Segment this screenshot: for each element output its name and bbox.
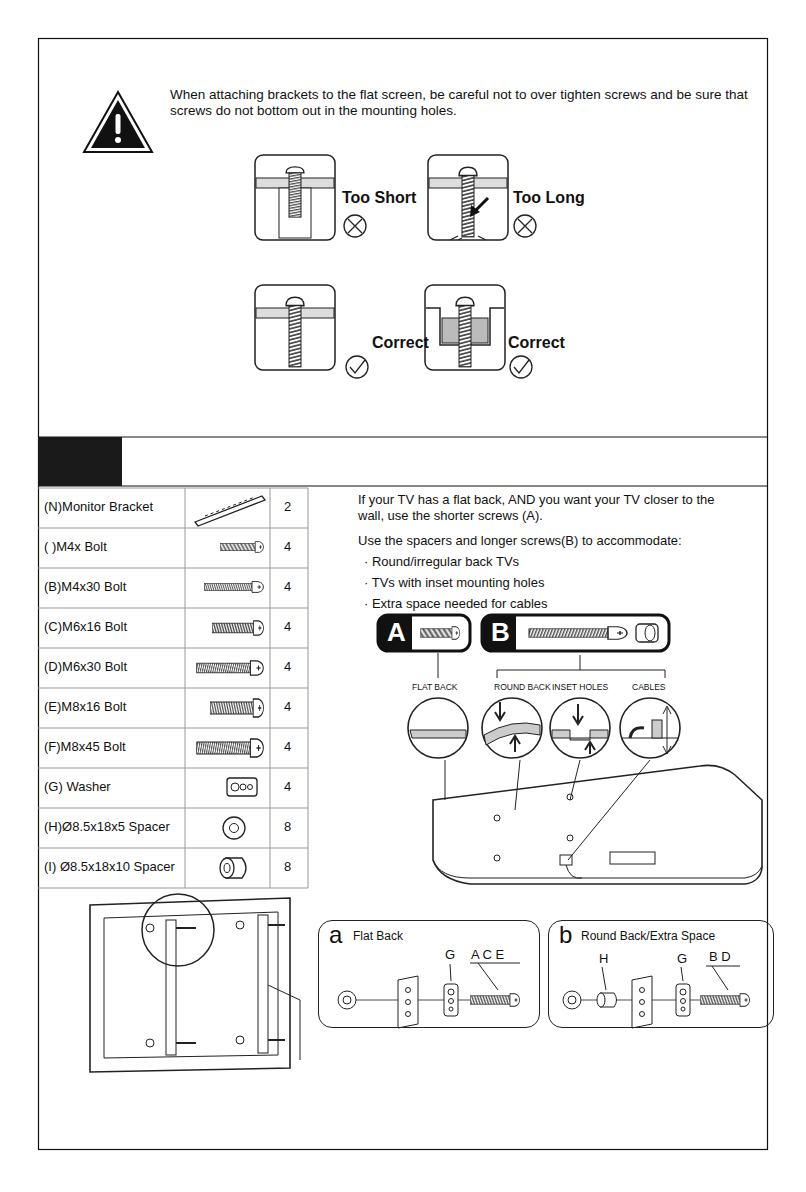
node-text: G — [445, 947, 455, 963]
part-name: (B)M4x30 Bolt — [44, 579, 126, 595]
part-name: ( )M4x Bolt — [44, 539, 107, 555]
part-name: (D)M6x30 Bolt — [44, 659, 127, 675]
panel-letter: A — [387, 617, 406, 648]
node-text: Flat Back — [353, 929, 403, 943]
bracket-mount-illustration — [90, 894, 300, 1072]
part-quantity: 4 — [284, 699, 291, 715]
screw-type-pill: A — [378, 615, 470, 651]
status-label: Too Short — [342, 188, 416, 207]
part-quantity: 4 — [284, 659, 291, 675]
figure-caption: ROUND BACK — [494, 682, 551, 692]
bullet-item: · Round/irregular back TVs — [364, 554, 724, 570]
part-quantity: 8 — [284, 859, 291, 875]
node-text: H — [599, 951, 608, 967]
screw-correct — [255, 285, 335, 370]
part-name: (E)M8x16 Bolt — [44, 699, 126, 715]
parts-table-grid — [38, 488, 308, 888]
part-name: (N)Monitor Bracket — [44, 499, 153, 515]
section-rule — [38, 486, 768, 487]
assembly-panel: a Flat BackG A C E — [318, 920, 540, 1028]
warning-icon — [84, 92, 152, 152]
part-quantity: 4 — [284, 579, 291, 595]
figure-caption: CABLES — [632, 682, 666, 692]
flat-back-assembly — [338, 963, 520, 1028]
status-label: Too Long — [513, 188, 585, 207]
panel-letter: b — [559, 921, 572, 950]
instruction-text: If your TV has a flat back, AND you want… — [358, 492, 728, 523]
part-name: (I) Ø8.5x18x10 Spacer — [44, 859, 175, 875]
status-icon — [344, 215, 536, 378]
screw-type-pill: B — [482, 615, 669, 651]
warning-text: When attaching brackets to the flat scre… — [170, 87, 770, 119]
screw-type-pills — [378, 615, 669, 678]
round-back-assembly — [563, 966, 750, 1028]
part-quantity: 4 — [284, 779, 291, 795]
tv-back-illustration — [408, 698, 762, 884]
part-quantity: 2 — [284, 499, 291, 515]
node-text: G — [677, 951, 687, 967]
page-border — [39, 39, 768, 1150]
status-label: Correct — [372, 333, 429, 352]
screw-too-long — [428, 155, 508, 240]
step-tab — [38, 437, 122, 486]
status-label: Correct — [508, 333, 565, 352]
node-text: B D — [709, 949, 731, 965]
part-quantity: 4 — [284, 539, 291, 555]
part-quantity: 4 — [284, 739, 291, 755]
screw-correct — [425, 285, 505, 370]
part-quantity: 4 — [284, 619, 291, 635]
part-quantity: 8 — [284, 819, 291, 835]
bullet-item: · TVs with inset mounting holes — [364, 575, 724, 591]
screw-too-short — [255, 155, 335, 240]
bullet-item: · Extra space needed for cables — [364, 596, 724, 612]
panel-letter: B — [491, 617, 510, 648]
node-text: A C E — [471, 947, 504, 963]
panel-letter: a — [329, 921, 342, 950]
figure-caption: INSET HOLES — [552, 682, 608, 692]
instruction-text: Use the spacers and longer screws(B) to … — [358, 533, 738, 549]
figure-caption: FLAT BACK — [412, 682, 458, 692]
part-name: (G) Washer — [44, 779, 111, 795]
section-rule — [38, 437, 768, 438]
node-text: Round Back/Extra Space — [581, 929, 715, 943]
assembly-panel: b Round Back/Extra SpaceH G B D — [548, 920, 774, 1028]
part-name: (H)Ø8.5x18x5 Spacer — [44, 819, 170, 835]
part-name: (F)M8x45 Bolt — [44, 739, 126, 755]
part-name: (C)M6x16 Bolt — [44, 619, 127, 635]
hardware-icons — [195, 496, 265, 878]
